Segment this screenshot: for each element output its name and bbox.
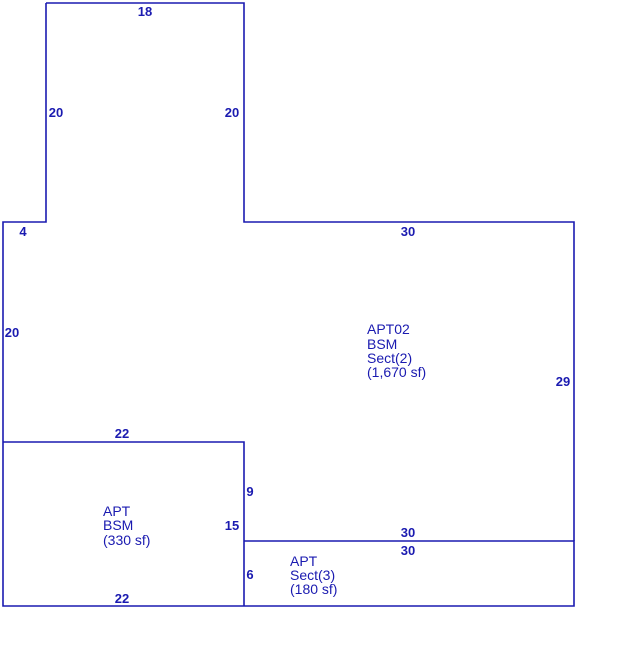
- dim-main-right-side: 29: [556, 374, 570, 389]
- apt-room-outline: [3, 441, 245, 606]
- dim-apt-top: 22: [115, 426, 129, 441]
- apt02-label-line4: (1,670 sf): [367, 364, 426, 380]
- outer-outline-left: [2, 3, 244, 607]
- sect3-room-outline: [244, 540, 575, 607]
- apt02-label-line1: APT02: [367, 321, 410, 337]
- sect3-label-line1: APT: [290, 553, 318, 569]
- dim-sect3-top-b: 30: [401, 543, 415, 558]
- apt-label-line3: (330 sf): [103, 532, 150, 548]
- dim-apt-right-upper: 9: [246, 484, 253, 499]
- dim-main-top: 30: [401, 224, 415, 239]
- dim-top-right-side: 20: [225, 105, 239, 120]
- sect3-label-line3: (180 sf): [290, 581, 337, 597]
- dim-apt-right-total: 15: [225, 518, 239, 533]
- dim-top-left-side: 20: [49, 105, 63, 120]
- dim-top-width: 18: [138, 4, 152, 19]
- dim-left-step: 4: [19, 224, 27, 239]
- outer-outline: [46, 2, 575, 541]
- sect3-label-line2: Sect(3): [290, 567, 335, 583]
- dim-sect3-top-a: 30: [401, 525, 415, 540]
- apt-label-line1: APT: [103, 503, 131, 519]
- dim-apt-bottom: 22: [115, 591, 129, 606]
- dim-main-left-side: 20: [5, 325, 19, 340]
- dim-apt-right-lower: 6: [246, 567, 253, 582]
- apt02-label-line2: BSM: [367, 336, 397, 352]
- apt-label-line2: BSM: [103, 517, 133, 533]
- apt02-label-line3: Sect(2): [367, 350, 412, 366]
